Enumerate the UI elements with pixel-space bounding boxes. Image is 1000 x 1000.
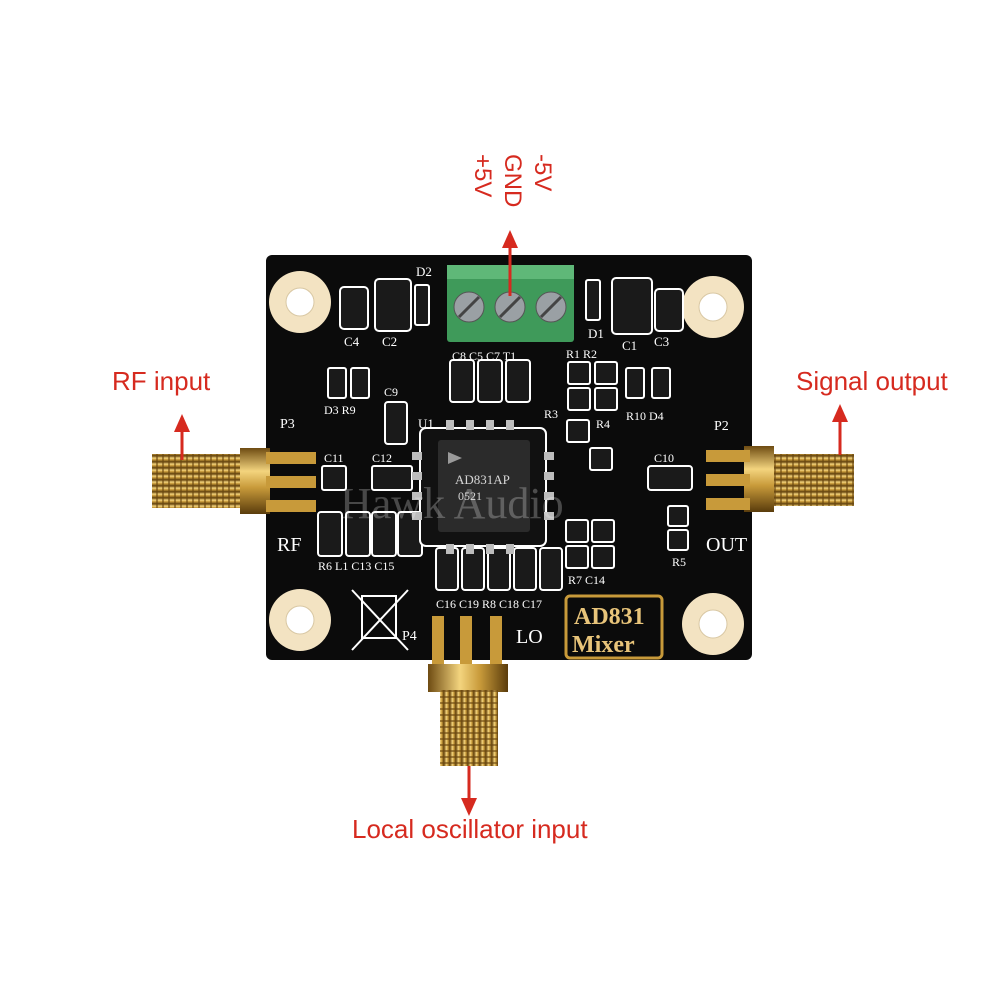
watermark: Hawk Audio — [340, 479, 564, 528]
ref-c1: C1 — [622, 338, 637, 353]
ref-r1r2: R1 R2 — [566, 347, 597, 361]
ref-c3: C3 — [654, 334, 669, 349]
mounting-hole-top-left — [269, 271, 331, 333]
ref-p3: P3 — [280, 417, 295, 432]
arrow-lo — [461, 766, 477, 816]
chip-label: AD831AP — [455, 472, 510, 487]
port-out-label: OUT — [706, 534, 747, 556]
power-pin-plus5v: +5V — [469, 154, 496, 198]
power-pin-labels: -5V GND +5V — [462, 150, 572, 250]
port-rf-label: RF — [277, 534, 301, 556]
ref-c11: C11 — [324, 451, 344, 465]
ref-r3: R3 — [544, 407, 558, 421]
rf-sma-connector — [152, 448, 316, 514]
ref-p4: P4 — [402, 629, 417, 644]
local-oscillator-input-annotation: Local oscillator input — [352, 814, 588, 844]
ref-d1: D1 — [588, 326, 604, 341]
chip-code: 0521 — [458, 489, 482, 503]
ref-d2: D2 — [416, 264, 432, 279]
arrow-power — [502, 230, 518, 296]
title-line1: AD831 — [574, 604, 645, 630]
ad831-chip — [412, 420, 554, 554]
ref-p2: P2 — [714, 419, 729, 434]
title-line2: Mixer — [572, 632, 635, 658]
smd-components — [317, 277, 693, 591]
power-pin-minus5v: -5V — [529, 154, 556, 192]
ref-left-bottom: R6 L1 C13 C15 — [318, 559, 394, 573]
ref-bottom-row: C16 C19 R8 C18 C17 — [436, 597, 542, 611]
ref-u1: U1 — [418, 416, 434, 431]
mounting-hole-bottom-right — [682, 593, 744, 655]
ref-r10d4: R10 D4 — [626, 409, 664, 423]
power-terminal-block — [447, 265, 574, 342]
arrow-rf — [174, 414, 190, 460]
mounting-hole-bottom-left — [269, 589, 331, 651]
ref-d3r9: D3 R9 — [324, 403, 356, 417]
power-pin-gnd: GND — [499, 154, 526, 208]
ref-c10: C10 — [654, 451, 674, 465]
ref-r4: R4 — [596, 417, 610, 431]
title-box — [564, 594, 664, 660]
signal-output-annotation: Signal output — [796, 366, 948, 396]
out-sma-connector — [706, 446, 854, 512]
ref-r5: R5 — [672, 555, 686, 569]
lo-sma-connector — [428, 616, 508, 766]
arrow-out — [832, 404, 848, 455]
ref-c2: C2 — [382, 334, 397, 349]
ref-c12: C12 — [372, 451, 392, 465]
rf-input-annotation: RF input — [112, 366, 211, 396]
ref-row1: C8 C5 C7 T1 — [452, 349, 516, 363]
port-lo-label: LO — [516, 626, 543, 648]
mounting-hole-top-right — [682, 276, 744, 338]
weee-bin-icon — [351, 589, 409, 651]
ref-c9: C9 — [384, 385, 398, 399]
ref-r7c14: R7 C14 — [568, 573, 605, 587]
ref-c4: C4 — [344, 334, 360, 349]
